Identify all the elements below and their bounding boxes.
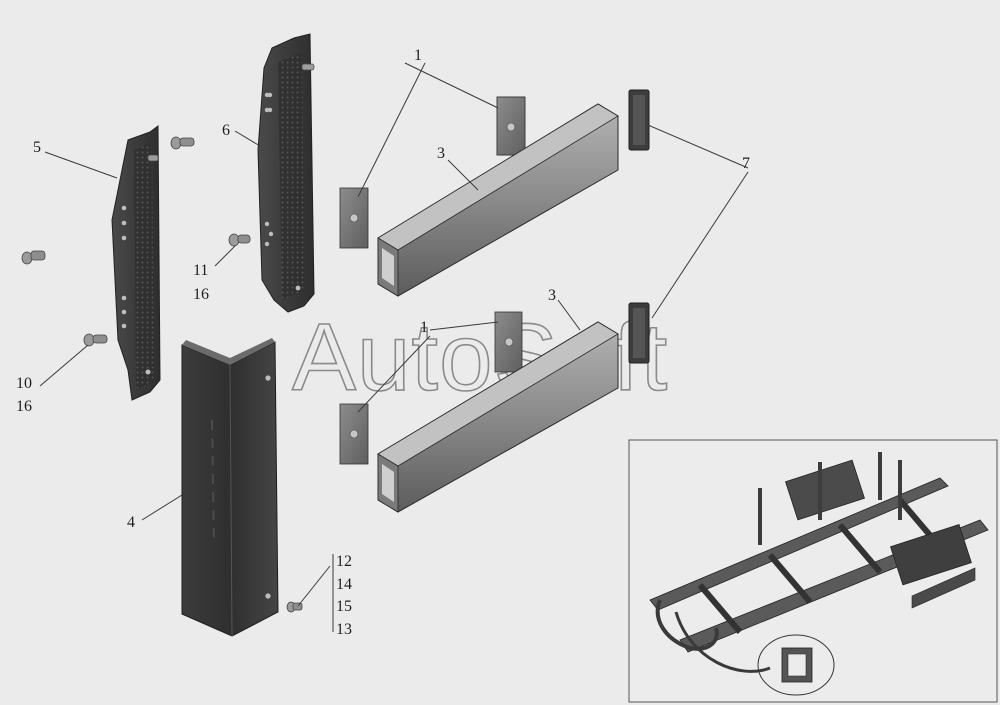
plate-1-bottom-left [339, 403, 369, 465]
callout-4: 4 [127, 514, 135, 531]
callout-labels: 1 1 3 3 4 5 6 7 10 16 11 16 12 14 15 13 [16, 47, 750, 638]
callout-7: 7 [742, 155, 750, 172]
bolt-10 [83, 333, 108, 347]
end-cap-7-bottom [628, 302, 650, 364]
callout-10: 10 [16, 375, 32, 392]
channel-beam-3-top [377, 103, 619, 297]
plate-1-top-right [496, 96, 526, 156]
callout-1-mid: 1 [420, 319, 428, 336]
callout-3-bottom: 3 [548, 287, 556, 304]
callout-13: 13 [336, 621, 352, 638]
plate-1-bottom-right [494, 311, 523, 373]
callout-16-b: 16 [193, 286, 209, 303]
step-panel-5 [111, 125, 161, 401]
end-cap-7-top [628, 89, 650, 151]
leader-lines [39, 62, 749, 632]
corner-cover-4 [181, 338, 279, 637]
callout-12: 12 [336, 553, 352, 570]
callout-16-a: 16 [16, 398, 32, 415]
chassis-overview-inset [628, 439, 998, 703]
callout-14: 14 [336, 576, 352, 593]
channel-beam-3-bottom [377, 321, 619, 513]
bolt-12 [286, 601, 303, 613]
bolt-11 [228, 233, 251, 247]
callout-1-top: 1 [414, 47, 422, 64]
step-panel-6 [257, 33, 315, 313]
callout-11: 11 [193, 262, 208, 279]
bolt-top-center [170, 136, 195, 150]
callout-6: 6 [222, 122, 230, 139]
callout-15: 15 [336, 598, 352, 615]
callout-3-top: 3 [437, 145, 445, 162]
plate-1-top-left [339, 187, 369, 249]
bolt-left [21, 250, 46, 265]
callout-5: 5 [33, 139, 41, 156]
